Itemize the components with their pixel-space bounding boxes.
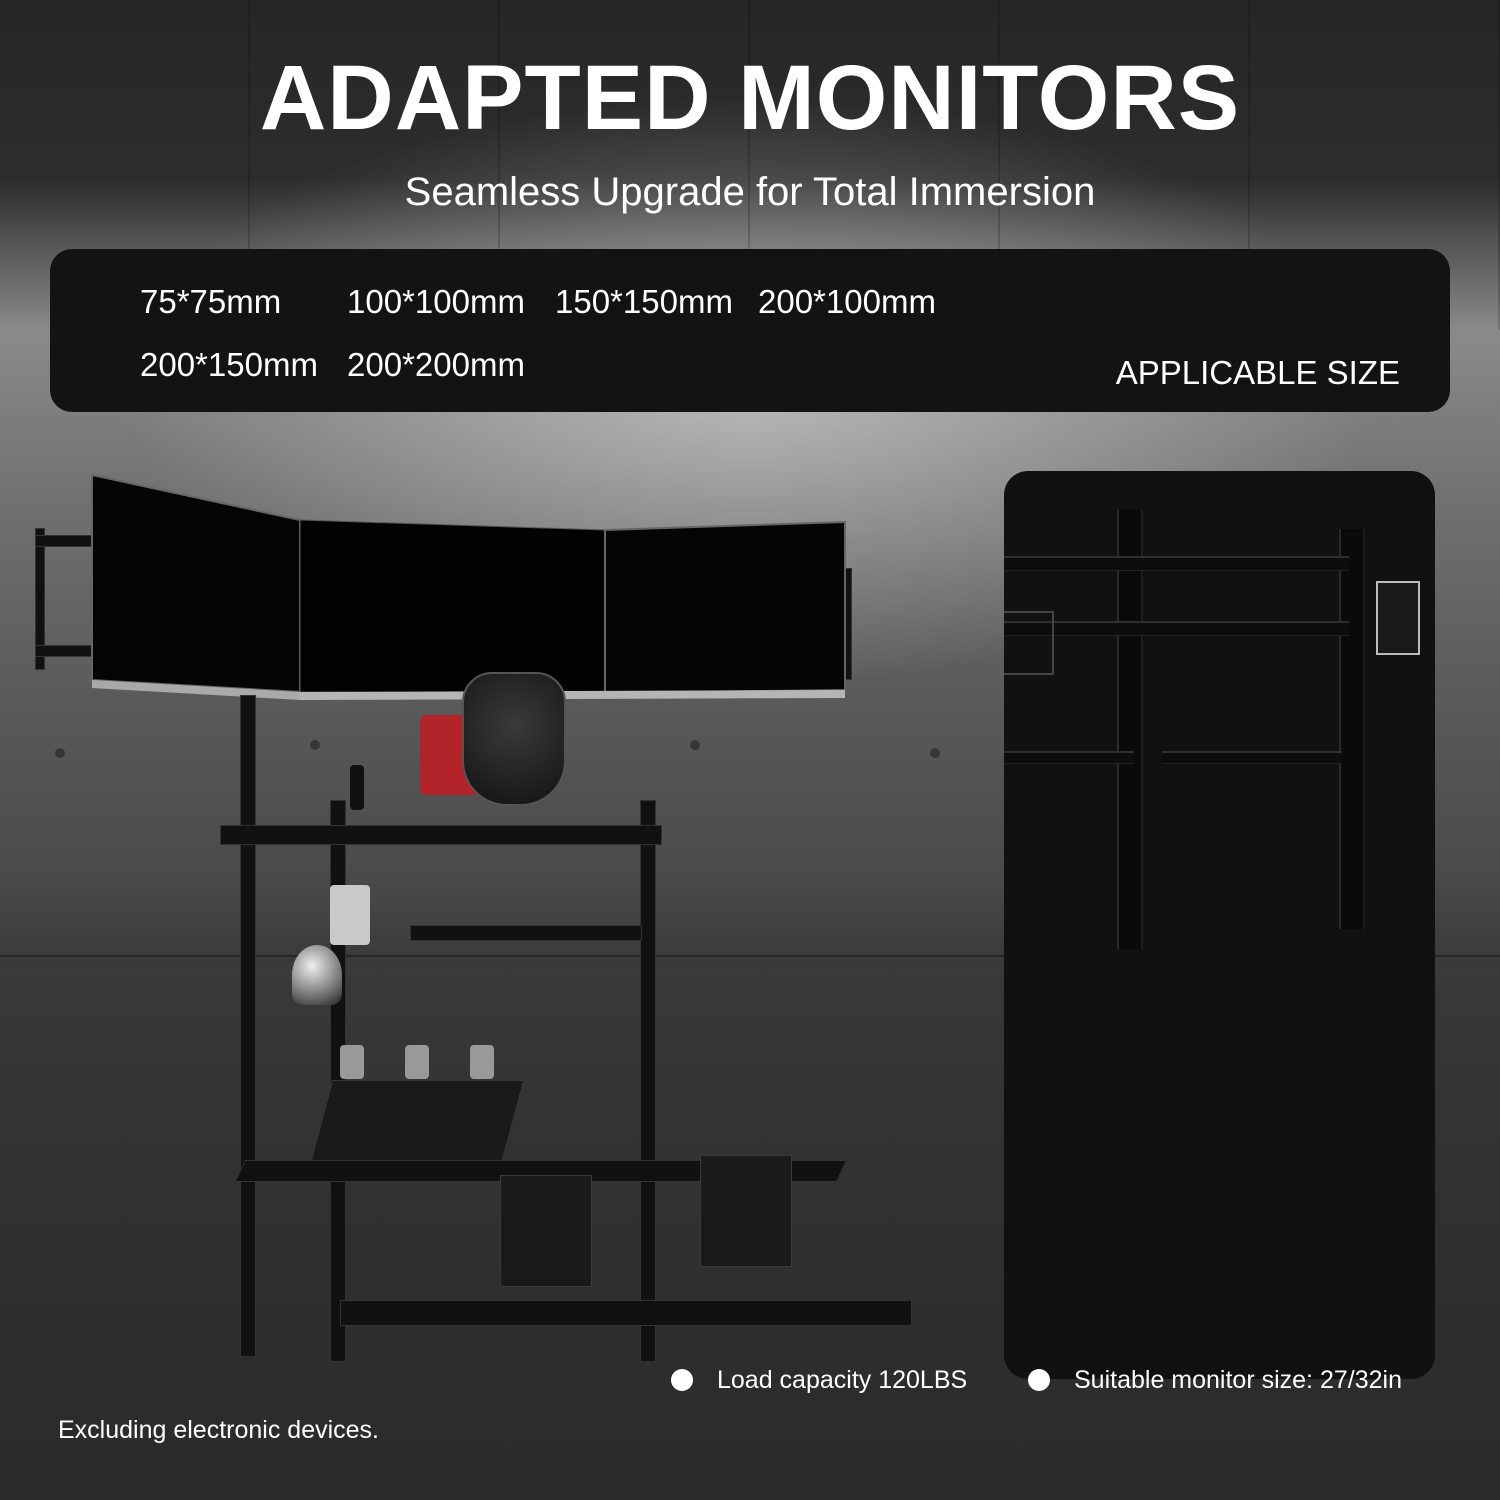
- spec-text: Load capacity 120LBS: [717, 1366, 968, 1394]
- pedal: [470, 1045, 494, 1079]
- size-item: 75*75mm: [140, 283, 282, 320]
- stand-rail-low-right: [1162, 751, 1342, 764]
- page-title: ADAPTED MONITORS: [259, 47, 1241, 149]
- handbrake: [350, 765, 364, 810]
- shifter: [292, 945, 342, 1005]
- spec-text: Suitable monitor size: 27/32in: [1074, 1366, 1402, 1394]
- stand-rail-low-left: [1004, 751, 1134, 764]
- pedal: [405, 1045, 429, 1079]
- size-row-2: 200*150mm 200*200mm: [140, 345, 525, 385]
- shifter-h-pattern: [330, 885, 370, 945]
- bullet-icon: [1028, 1369, 1050, 1391]
- triple-monitors: [91, 473, 846, 700]
- frame-post: [240, 695, 256, 1357]
- cross-rail: [410, 925, 642, 941]
- spec-monitor-size: Suitable monitor size: 27/32in: [1028, 1363, 1402, 1397]
- wall-dot: [930, 748, 940, 758]
- left-bracket: [35, 528, 45, 670]
- size-item: 100*100mm: [347, 283, 525, 320]
- size-row-1: 75*75mm 100*100mm 150*150mm 200*100mm: [140, 282, 936, 322]
- size-item: 200*150mm: [140, 346, 318, 383]
- disclaimer-note: Excluding electronic devices.: [58, 1416, 379, 1444]
- stand-detail-image: [1004, 471, 1435, 1379]
- applicable-size-label: APPLICABLE SIZE: [1115, 354, 1400, 391]
- frame-post: [640, 800, 656, 1362]
- page-subtitle: Seamless Upgrade for Total Immersion: [404, 170, 1096, 214]
- left-mount-plate: [1004, 611, 1054, 675]
- main-product-image: [30, 460, 930, 1400]
- pedal: [340, 1045, 364, 1079]
- floor-edge: [0, 955, 1500, 957]
- spec-load-capacity: Load capacity 120LBS: [671, 1363, 967, 1397]
- stand-rail-mid: [1004, 621, 1349, 636]
- wall-dot: [310, 740, 320, 750]
- side-mount-plate: [1376, 581, 1420, 655]
- seat-bracket: [500, 1175, 592, 1287]
- applicable-size-panel: 75*75mm 100*100mm 150*150mm 200*100mm 200*1…: [50, 249, 1450, 412]
- steering-wheel: [462, 672, 566, 806]
- wheel-deck: [220, 825, 662, 845]
- bullet-icon: [671, 1369, 693, 1391]
- wall-dot: [690, 740, 700, 750]
- pedal-plate: [307, 1080, 525, 1172]
- seat-bracket: [700, 1155, 792, 1267]
- base-rail: [340, 1300, 912, 1326]
- size-item: 200*200mm: [347, 346, 525, 383]
- wall-dot: [55, 748, 65, 758]
- size-item: 200*100mm: [758, 283, 936, 320]
- stand-rail-top: [1004, 556, 1349, 571]
- stand-post-right: [1339, 529, 1365, 929]
- stand-post-left: [1117, 509, 1143, 949]
- size-item: 150*150mm: [555, 283, 733, 320]
